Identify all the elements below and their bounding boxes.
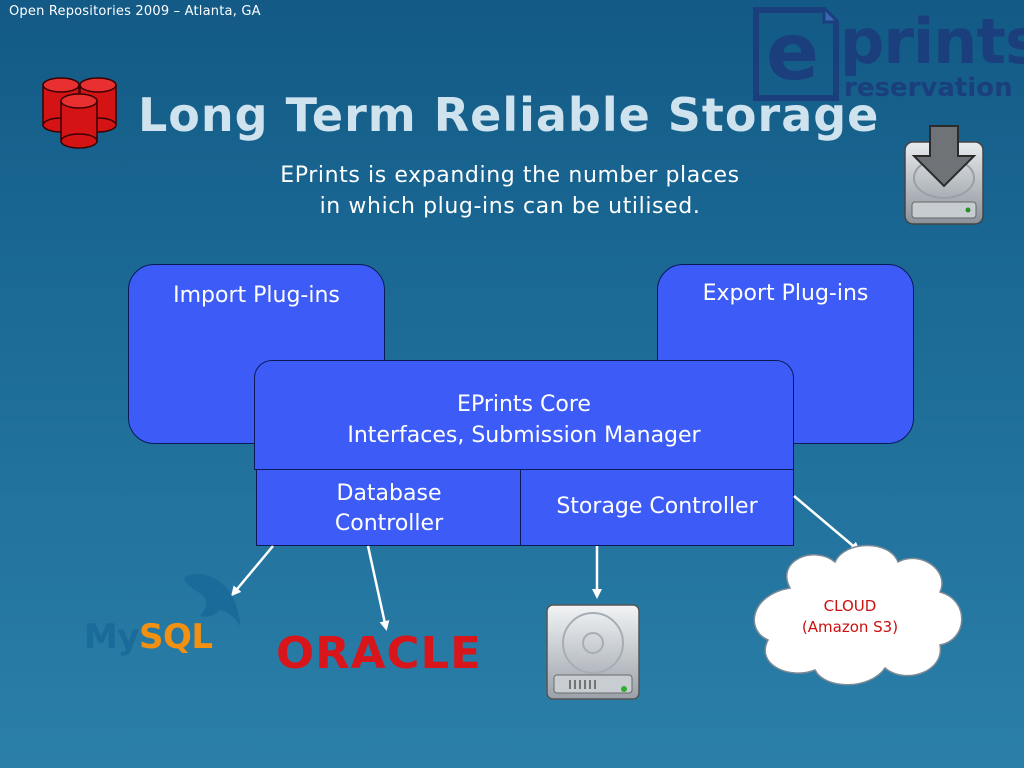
eprints-preservation-logo: e prints reservation (752, 5, 1024, 106)
storage-controller-label: Storage Controller (556, 494, 758, 519)
database-cylinders-icon (42, 77, 117, 149)
db-controller-line-1: Database (336, 481, 442, 506)
oracle-logo: ORACLE (276, 628, 482, 679)
cloud-label-line-1: CLOUD (823, 597, 877, 615)
arrow-to-cloud (793, 495, 861, 552)
slide-subtitle: EPrints is expanding the number places i… (200, 160, 820, 222)
database-controller-box: Database Controller (256, 469, 522, 546)
db-controller-line-2: Controller (334, 511, 444, 536)
subtitle-line-2: in which plug-ins can be utilised. (319, 194, 701, 219)
logo-reservation: reservation (844, 73, 1013, 103)
eprints-core-box: EPrints Core Interfaces, Submission Mana… (254, 360, 794, 470)
storage-controller-box: Storage Controller (520, 469, 794, 546)
subtitle-line-1: EPrints is expanding the number places (280, 163, 740, 188)
core-title: EPrints Core (457, 392, 591, 417)
hard-drive-icon (546, 604, 640, 700)
cloud-label-line-2: (Amazon S3) (801, 618, 899, 636)
logo-e: e (766, 8, 819, 98)
core-subtitle: Interfaces, Submission Manager (347, 423, 701, 448)
import-plugins-label: Import Plug-ins (173, 283, 340, 308)
mysql-logo: MySQL (84, 617, 213, 657)
logo-frame (753, 7, 839, 101)
logo-prints: prints (840, 5, 1024, 78)
mysql-logo-sql: SQL (139, 617, 213, 657)
arrow-to-mysql (231, 545, 274, 597)
mysql-logo-my: My (84, 617, 140, 657)
export-plugins-label: Export Plug-ins (702, 281, 869, 306)
event-header: Open Repositories 2009 – Atlanta, GA (9, 4, 261, 19)
arrow-to-oracle (366, 545, 390, 631)
cloud-label: CLOUD (Amazon S3) (770, 596, 930, 638)
